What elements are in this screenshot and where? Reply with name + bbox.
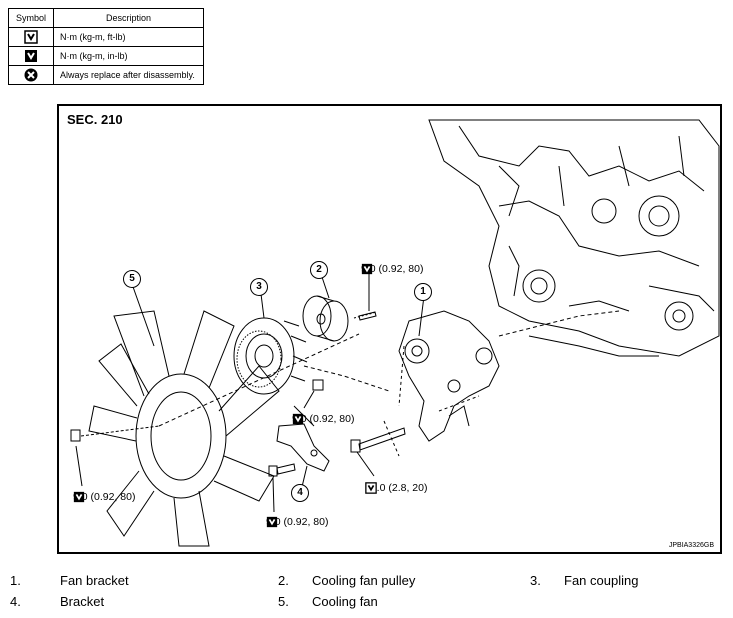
torque-value: 9.0 (0.92, 80) [266,516,329,528]
callout-3: 3 [250,278,268,296]
fan-bracket-illustration [398,310,500,442]
callout-2: 2 [310,261,328,279]
legend-header-description: Description [53,8,204,28]
torque-value: 9.0 (0.92, 80) [292,413,355,425]
part-number: 5. [278,594,289,609]
symbol-legend-table: Symbol Description N·m (kg-m, ft-lb) N·m… [8,8,204,85]
torque-in-lb-icon [73,491,85,503]
legend-row: Always replace after disassembly. [8,65,204,85]
torque-label-bottom: 9.0 (0.92, 80) [266,516,328,528]
part-name: Fan bracket [60,573,129,588]
diagram-drawing [70,119,720,547]
part-number: 4. [10,594,21,609]
torque-value: 27.0 (2.8, 20) [365,482,428,494]
torque-ft-lb-icon [24,30,38,44]
diagram-code: JPBIA3326GB [668,542,714,549]
legend-row: N·m (kg-m, in-lb) [8,46,204,66]
callout-5: 5 [123,270,141,288]
cooling-fan-illustration [88,310,280,547]
bracket-illustration [276,423,330,472]
legend-description: N·m (kg-m, in-lb) [53,46,204,66]
torque-label-middle: 9.0 (0.92, 80) [292,413,354,425]
part-number: 3. [530,573,541,588]
torque-label-left: 9.0 (0.92, 80) [73,491,135,503]
legend-header-symbol: Symbol [8,8,54,28]
torque-ft-lb-icon [365,482,377,494]
fan-coupling-illustration [233,317,308,395]
torque-value: 9.0 (0.92, 80) [361,263,424,275]
torque-label-top: 9.0 (0.92, 80) [361,263,423,275]
engine-block-illustration [428,119,720,357]
callout-1: 1 [414,283,432,301]
section-label: SEC. 210 [67,112,123,127]
legend-row: N·m (kg-m, ft-lb) [8,27,204,47]
callout-4: 4 [291,484,309,502]
part-name: Cooling fan [312,594,378,609]
part-number: 1. [10,573,21,588]
part-name: Bracket [60,594,105,609]
torque-in-lb-icon [266,516,278,528]
torque-label-bolt: 27.0 (2.8, 20) [365,482,427,494]
exploded-diagram: SEC. 210 JPBIA3326GB 5 3 2 1 4 9.0 (0.92… [57,104,722,554]
cooling-fan-pulley-illustration [302,295,378,342]
torque-in-lb-icon [292,413,304,425]
legend-description: N·m (kg-m, ft-lb) [53,27,204,47]
torque-in-lb-icon [25,50,37,62]
replace-icon [24,68,38,82]
legend-description: Always replace after disassembly. [53,65,204,85]
part-name: Cooling fan pulley [312,573,416,588]
part-number: 2. [278,573,289,588]
torque-value: 9.0 (0.92, 80) [73,491,136,503]
torque-in-lb-icon [361,263,373,275]
part-name: Fan coupling [564,573,639,588]
